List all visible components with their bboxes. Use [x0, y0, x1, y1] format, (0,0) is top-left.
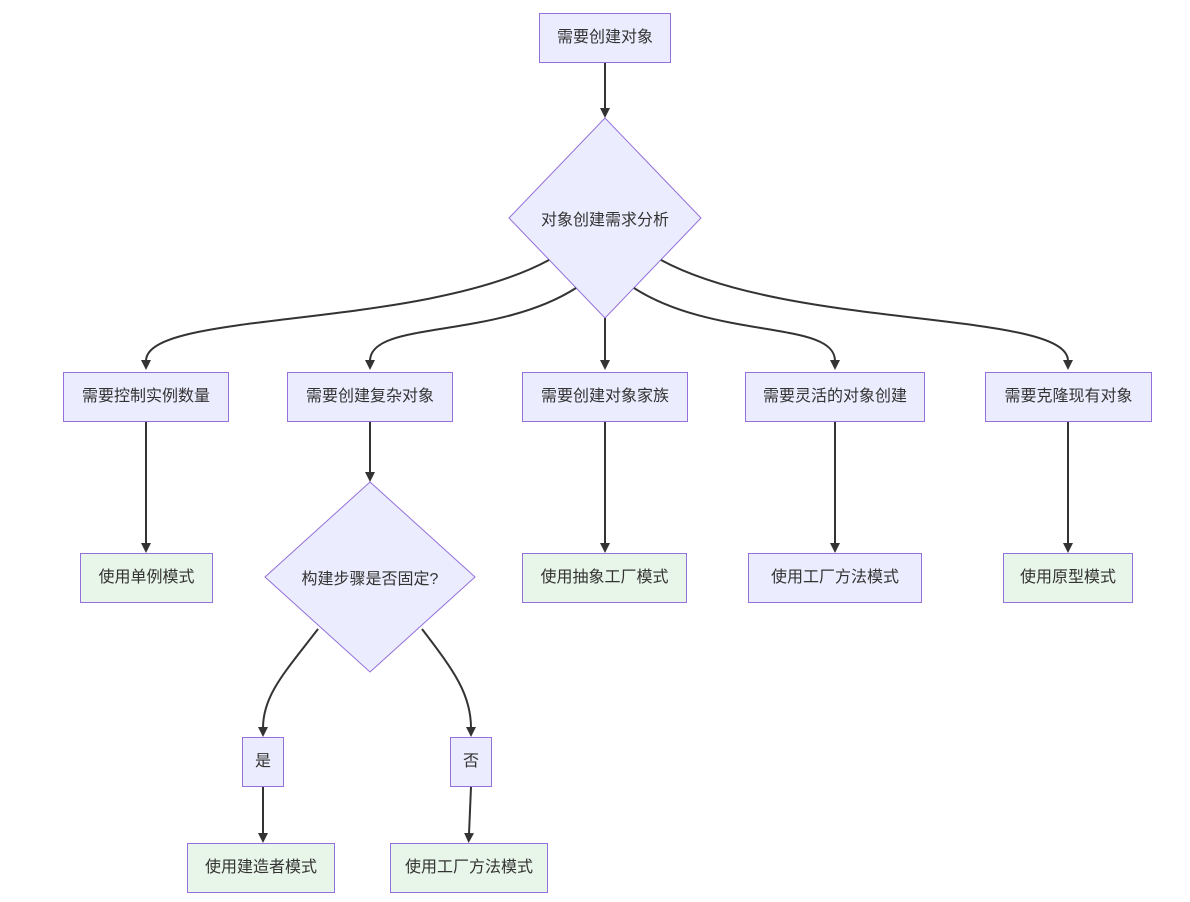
edge-build-steps-to-no — [421, 628, 476, 737]
node-need-flexible-creation: 需要灵活的对象创建 — [745, 372, 925, 422]
edge-build-steps-to-yes — [258, 628, 319, 737]
edge-analysis-to-flexible-creation — [633, 287, 840, 370]
node-use-factory-method-flexible: 使用工厂方法模式 — [748, 553, 922, 603]
node-start: 需要创建对象 — [539, 13, 671, 63]
node-need-object-family: 需要创建对象家族 — [522, 372, 688, 422]
node-use-abstract-factory: 使用抽象工厂模式 — [522, 553, 687, 603]
node-use-builder: 使用建造者模式 — [187, 843, 335, 893]
node-use-singleton: 使用单例模式 — [80, 553, 213, 603]
edge-analysis-to-complex-object — [365, 287, 577, 370]
edge-analysis-to-instance-control — [141, 259, 550, 370]
node-use-factory-method-fixed-no: 使用工厂方法模式 — [390, 843, 548, 893]
decision-analysis-label: 对象创建需求分析 — [540, 212, 670, 229]
decision-build-steps-diamond-shape — [264, 481, 476, 673]
node-need-clone-existing: 需要克隆现有对象 — [985, 372, 1152, 422]
edge-analysis-to-clone-existing — [660, 259, 1073, 370]
node-yes: 是 — [242, 737, 284, 787]
node-need-instance-control: 需要控制实例数量 — [63, 372, 229, 422]
decision-build-steps-label: 构建步骤是否固定? — [301, 571, 439, 588]
edge-no-to-factory-method — [464, 786, 475, 843]
node-need-complex-object: 需要创建复杂对象 — [287, 372, 453, 422]
node-no: 否 — [450, 737, 492, 787]
node-use-prototype: 使用原型模式 — [1003, 553, 1133, 603]
